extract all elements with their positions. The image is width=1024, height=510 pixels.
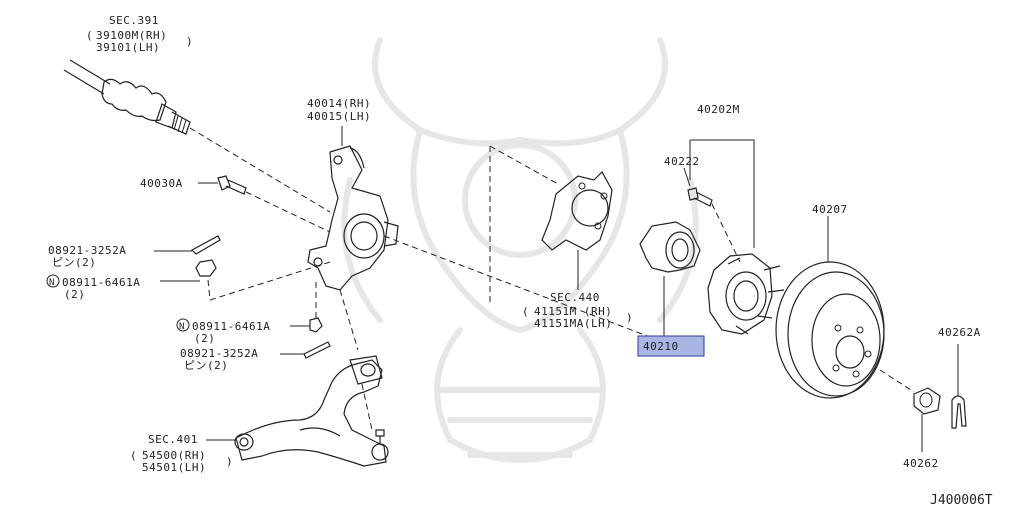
svg-text:N: N bbox=[179, 322, 184, 332]
highlight-40210[interactable]: 40210 bbox=[637, 335, 705, 357]
label-41151m[interactable]: 41151M (RH) bbox=[534, 305, 612, 318]
label-pin-upper: ピン(2) bbox=[52, 256, 96, 269]
label-54500[interactable]: 54500(RH) bbox=[142, 449, 206, 462]
label-39101[interactable]: 39101(LH) bbox=[96, 41, 160, 54]
hub-assembly bbox=[689, 139, 785, 335]
leader-stud bbox=[683, 167, 691, 187]
n-symbol-upper: N bbox=[46, 274, 60, 288]
axle-nut bbox=[913, 387, 941, 452]
diagram-id: J400006T bbox=[930, 493, 993, 508]
watermark-emblem bbox=[341, 37, 699, 463]
drive-shaft bbox=[63, 59, 331, 213]
paren-close-440: ) bbox=[626, 311, 633, 324]
label-pin-lower: ピン(2) bbox=[184, 359, 228, 372]
label-qty-upper: (2) bbox=[64, 288, 85, 301]
paren-open-401: ( bbox=[130, 449, 137, 462]
label-40014[interactable]: 40014(RH) bbox=[307, 97, 371, 110]
hub-stud bbox=[687, 187, 741, 263]
wheel-bearing bbox=[639, 221, 701, 338]
bolt-40030a bbox=[198, 175, 331, 233]
label-39100m[interactable]: 39100M(RH) bbox=[96, 29, 167, 42]
label-40222[interactable]: 40222 bbox=[664, 155, 700, 168]
cotter-pin-upper bbox=[154, 235, 221, 255]
label-54501[interactable]: 54501(LH) bbox=[142, 461, 206, 474]
label-08921-upper[interactable]: 08921-3252A bbox=[48, 244, 126, 257]
label-sec440[interactable]: SEC.440 bbox=[550, 291, 600, 304]
label-sec401[interactable]: SEC.401 bbox=[148, 433, 198, 446]
nut-lower bbox=[290, 282, 323, 333]
label-41151ma[interactable]: 41151MA(LH) bbox=[534, 317, 612, 330]
paren-close-391: ) bbox=[186, 35, 193, 48]
label-sec391[interactable]: SEC.391 bbox=[109, 14, 159, 27]
label-40015[interactable]: 40015(LH) bbox=[307, 110, 371, 123]
svg-text:N: N bbox=[49, 278, 54, 288]
label-40202m[interactable]: 40202M bbox=[697, 103, 740, 116]
label-08911-lower[interactable]: 08911-6461A bbox=[192, 320, 270, 333]
axle-cotter-pin bbox=[951, 344, 967, 429]
label-08911-upper[interactable]: 08911-6461A bbox=[62, 276, 140, 289]
label-40207[interactable]: 40207 bbox=[812, 203, 848, 216]
nut-upper bbox=[160, 259, 331, 301]
cotter-pin-lower bbox=[280, 341, 331, 359]
paren-close-401: ) bbox=[226, 455, 233, 468]
n-symbol-lower: N bbox=[176, 318, 190, 332]
splash-shield bbox=[489, 145, 613, 302]
lower-control-arm bbox=[206, 355, 389, 467]
label-40030a[interactable]: 40030A bbox=[140, 177, 183, 190]
label-qty-lower: (2) bbox=[194, 332, 215, 345]
paren-open-440: ( bbox=[522, 305, 529, 318]
label-40262[interactable]: 40262 bbox=[903, 457, 939, 470]
label-08921-lower[interactable]: 08921-3252A bbox=[180, 347, 258, 360]
label-40262a[interactable]: 40262A bbox=[938, 326, 981, 339]
label-40210[interactable]: 40210 bbox=[643, 340, 679, 353]
paren-open-391: ( bbox=[86, 29, 93, 42]
brake-rotor bbox=[775, 216, 915, 399]
